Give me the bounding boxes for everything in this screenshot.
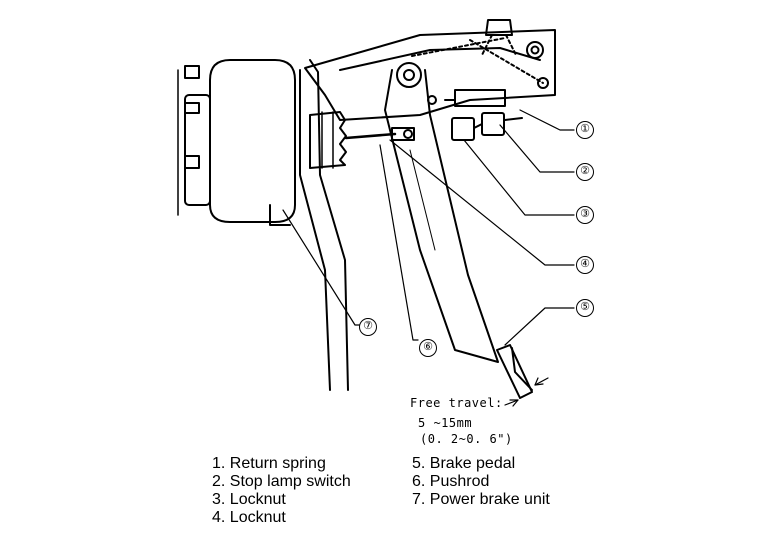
firewall-panel bbox=[299, 59, 349, 391]
callout-7: ⑦ bbox=[359, 318, 377, 336]
legend-left: 1. Return spring 2. Stop lamp switch 3. … bbox=[212, 455, 351, 527]
callout-3: ③ bbox=[576, 206, 594, 224]
booster-seam bbox=[269, 204, 291, 226]
legend-item: 6. Pushrod bbox=[412, 473, 490, 490]
bracket-inner-edge bbox=[339, 47, 541, 71]
leader-5 bbox=[504, 307, 575, 346]
boot-rib bbox=[321, 111, 334, 169]
free-travel-arrowhead-b bbox=[534, 377, 544, 386]
pushrod bbox=[344, 132, 397, 140]
pedal-arm-edge bbox=[409, 149, 436, 251]
pedal-pivot bbox=[396, 62, 422, 88]
pedal-bracket bbox=[304, 29, 556, 121]
pedal-pad bbox=[496, 344, 533, 399]
leader-4 bbox=[389, 139, 575, 266]
free-travel-mm: 5 ~15mm bbox=[418, 416, 473, 430]
booster-flange bbox=[184, 94, 211, 206]
leader-7 bbox=[282, 209, 363, 326]
pedal-arm bbox=[384, 69, 499, 363]
leader-lines bbox=[282, 109, 575, 346]
free-travel-title: Free travel: bbox=[410, 396, 503, 410]
bracket-bolt-hole-inner bbox=[530, 45, 540, 55]
callout-1: ① bbox=[576, 121, 594, 139]
locknut-4 bbox=[481, 112, 505, 136]
pedal-stop-pin bbox=[427, 95, 437, 105]
spring-anchor bbox=[537, 77, 549, 89]
booster-mount-stud-top bbox=[184, 65, 200, 79]
legend-item: 4. Locknut bbox=[212, 509, 286, 526]
bracket-bolt-hole bbox=[526, 41, 544, 59]
stop-lamp-switch bbox=[454, 89, 506, 107]
legend-item: 5. Brake pedal bbox=[412, 455, 516, 472]
leader-2 bbox=[499, 124, 575, 173]
legend-item: 2. Stop lamp switch bbox=[212, 473, 351, 490]
switch-bracket bbox=[473, 117, 523, 129]
legend-item: 7. Power brake unit bbox=[412, 491, 550, 508]
mount-bolt bbox=[485, 19, 513, 36]
pedal-pivot-inner bbox=[403, 69, 415, 81]
booster-mount-stud-bottom bbox=[184, 155, 200, 169]
booster-body bbox=[209, 59, 296, 223]
leader-1 bbox=[519, 109, 575, 131]
free-travel-arrow bbox=[504, 377, 549, 406]
legend-item: 3. Locknut bbox=[212, 491, 286, 508]
pedal-pad-face bbox=[511, 347, 533, 391]
booster-mount-stud-mid bbox=[184, 102, 200, 114]
callout-5: ⑤ bbox=[576, 299, 594, 317]
return-spring-line bbox=[469, 39, 544, 84]
legend-item: 1. Return spring bbox=[212, 455, 326, 472]
leader-3 bbox=[463, 139, 575, 216]
leader-6 bbox=[379, 144, 419, 341]
callout-6: ⑥ bbox=[419, 339, 437, 357]
return-spring-line2 bbox=[411, 37, 506, 57]
legend-right: 5. Brake pedal 6. Pushrod 7. Power brake… bbox=[412, 455, 550, 509]
free-travel-inch: (0. 2~0. 6") bbox=[420, 432, 513, 446]
callout-2: ② bbox=[576, 163, 594, 181]
locknut-3 bbox=[451, 117, 475, 141]
clevis-pin bbox=[403, 129, 413, 139]
callout-4: ④ bbox=[576, 256, 594, 274]
mount-bolt-thread bbox=[481, 34, 517, 56]
free-travel-arrowhead-a bbox=[509, 399, 519, 407]
